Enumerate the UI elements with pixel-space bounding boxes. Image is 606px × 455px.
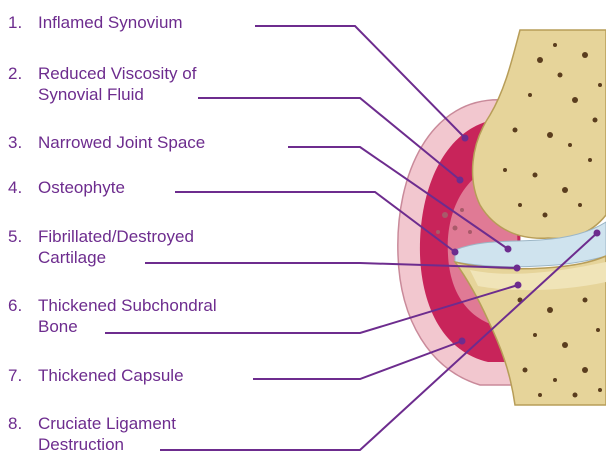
label-text: Reduced Viscosity of [38, 64, 196, 83]
label-text-line2: Bone [8, 316, 217, 337]
label-text-line2: Destruction [8, 434, 176, 455]
leader-dot-8 [594, 230, 601, 237]
label-thickened-capsule: 7.Thickened Capsule [8, 365, 184, 386]
label-fibrillated-cartilage: 5.Fibrillated/Destroyed Cartilage [8, 226, 194, 268]
label-text-line2: Synovial Fluid [8, 84, 196, 105]
leader-dot-1 [462, 135, 469, 142]
label-text: Fibrillated/Destroyed [38, 227, 194, 246]
leader-dot-3 [505, 246, 512, 253]
label-text: Osteophyte [38, 178, 125, 197]
label-number: 5. [8, 226, 38, 247]
label-osteophyte: 4.Osteophyte [8, 177, 125, 198]
label-number: 2. [8, 63, 38, 84]
label-narrowed-joint-space: 3.Narrowed Joint Space [8, 132, 205, 153]
label-cruciate-ligament-destruction: 8.Cruciate Ligament Destruction [8, 413, 176, 455]
label-text: Inflamed Synovium [38, 13, 183, 32]
label-number: 8. [8, 413, 38, 434]
leader-dot-4 [452, 249, 459, 256]
label-text-line2: Cartilage [8, 247, 194, 268]
label-reduced-viscosity: 2.Reduced Viscosity of Synovial Fluid [8, 63, 196, 105]
label-number: 6. [8, 295, 38, 316]
label-number: 4. [8, 177, 38, 198]
label-thickened-subchondral-bone: 6.Thickened Subchondral Bone [8, 295, 217, 337]
label-number: 1. [8, 12, 38, 33]
leader-dot-6 [515, 282, 522, 289]
label-number: 3. [8, 132, 38, 153]
leader-dot-2 [457, 177, 464, 184]
label-text: Cruciate Ligament [38, 414, 176, 433]
leader-dot-7 [459, 338, 466, 345]
leader-line-1 [255, 26, 465, 138]
label-text: Narrowed Joint Space [38, 133, 205, 152]
label-number: 7. [8, 365, 38, 386]
label-text: Thickened Subchondral [38, 296, 217, 315]
leader-dot-5 [514, 265, 521, 272]
label-text: Thickened Capsule [38, 366, 184, 385]
label-inflamed-synovium: 1.Inflamed Synovium [8, 12, 183, 33]
